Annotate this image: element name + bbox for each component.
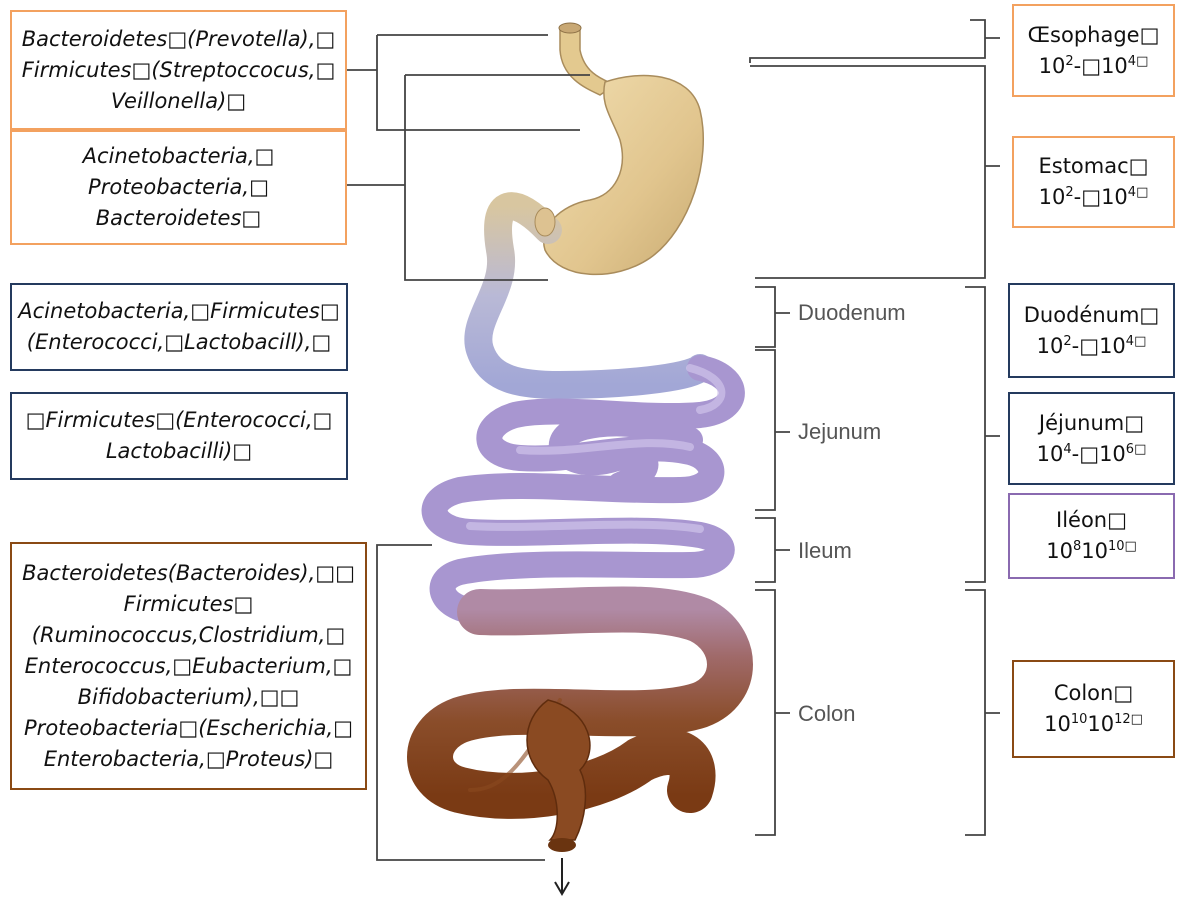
oesophage-count-box: Œsophage□ 102-□104□ <box>1012 4 1175 97</box>
ileon-name: Iléon□ <box>1056 505 1127 536</box>
segment-label-colon: Colon <box>798 701 855 727</box>
segment-brackets <box>755 287 790 835</box>
segment-label-duodenum: Duodenum <box>798 300 906 326</box>
oesophage-count: 102-□104□ <box>1039 51 1149 82</box>
stomach-bacteria-box: Acinetobacteria,□ Proteobacteria,□ Bacte… <box>10 130 347 245</box>
colon-bacteria-line: Firmicutes□ <box>124 589 254 620</box>
duodenum-bacteria-box: Acinetobacteria,□Firmicutes□ (Enterococc… <box>10 283 348 371</box>
colon-bacteria-line: (Ruminococcus,Clostridium,□ <box>32 620 345 651</box>
oral-bacteria-line: Veillonella)□ <box>111 86 246 117</box>
down-arrow <box>555 858 569 894</box>
jejunum-count: 104-□106□ <box>1037 439 1147 470</box>
jejunum-name: Jéjunum□ <box>1039 408 1144 439</box>
estomac-name: Estomac□ <box>1038 151 1148 182</box>
duodenum-count-box: Duodénum□ 102-□104□ <box>1008 283 1175 378</box>
colon-bacteria-line: Enterococcus,□Eubacterium,□ <box>25 651 353 682</box>
colon-count: 10101012□ <box>1044 709 1143 740</box>
colon-bacteria-box: Bacteroidetes(Bacteroides),□□ Firmicutes… <box>10 542 367 790</box>
duodenum-bacteria-line: (Enterococci,□Lactobacill),□ <box>27 327 331 358</box>
colon-bacteria-line: Proteobacteria□(Escherichia,□ <box>24 713 353 744</box>
jejunum-count-box: Jéjunum□ 104-□106□ <box>1008 392 1175 485</box>
duodenum-count: 102-□104□ <box>1037 331 1147 362</box>
stomach-shape <box>544 75 704 274</box>
duodenum-name: Duodénum□ <box>1024 300 1160 331</box>
stomach-bacteria-line: Acinetobacteria,□ <box>83 141 275 172</box>
oesophage-name: Œsophage□ <box>1028 20 1160 51</box>
jejunum-bacteria-line: □Firmicutes□(Enterococci,□ <box>26 405 333 436</box>
colon-count-box: Colon□ 10101012□ <box>1012 660 1175 758</box>
estomac-count-box: Estomac□ 102-□104□ <box>1012 136 1175 228</box>
colon-bacteria-line: Bacteroidetes(Bacteroides),□□ <box>22 558 355 589</box>
rectum-shape <box>527 700 590 840</box>
colon-bacteria-line: Enterobacteria,□Proteus)□ <box>44 744 334 775</box>
segment-label-jejunum: Jejunum <box>798 419 881 445</box>
colon-bacteria-line: Bifidobacterium),□□ <box>78 682 300 713</box>
colon-name: Colon□ <box>1054 678 1133 709</box>
stomach-bacteria-line: Bacteroidetes□ <box>96 203 261 234</box>
duodenum-bacteria-line: Acinetobacteria,□Firmicutes□ <box>18 296 339 327</box>
jejunum-bacteria-box: □Firmicutes□(Enterococci,□ Lactobacilli)… <box>10 392 348 480</box>
estomac-count: 102-□104□ <box>1039 182 1149 213</box>
ileon-count-box: Iléon□ 1081010□ <box>1008 493 1175 579</box>
small-intestine-shape <box>435 368 732 612</box>
jejunum-bacteria-line: Lactobacilli)□ <box>106 436 252 467</box>
segment-label-ileum: Ileum <box>798 538 852 564</box>
stomach-bacteria-line: Proteobacteria,□ <box>88 172 269 203</box>
oral-bacteria-box: Bacteroidetes□(Prevotella),□ Firmicutes□… <box>10 10 347 130</box>
oral-bacteria-line: Firmicutes□(Streptoccocus,□ <box>22 55 336 86</box>
ileon-count: 1081010□ <box>1046 536 1137 567</box>
oral-bacteria-line: Bacteroidetes□(Prevotella),□ <box>22 24 336 55</box>
